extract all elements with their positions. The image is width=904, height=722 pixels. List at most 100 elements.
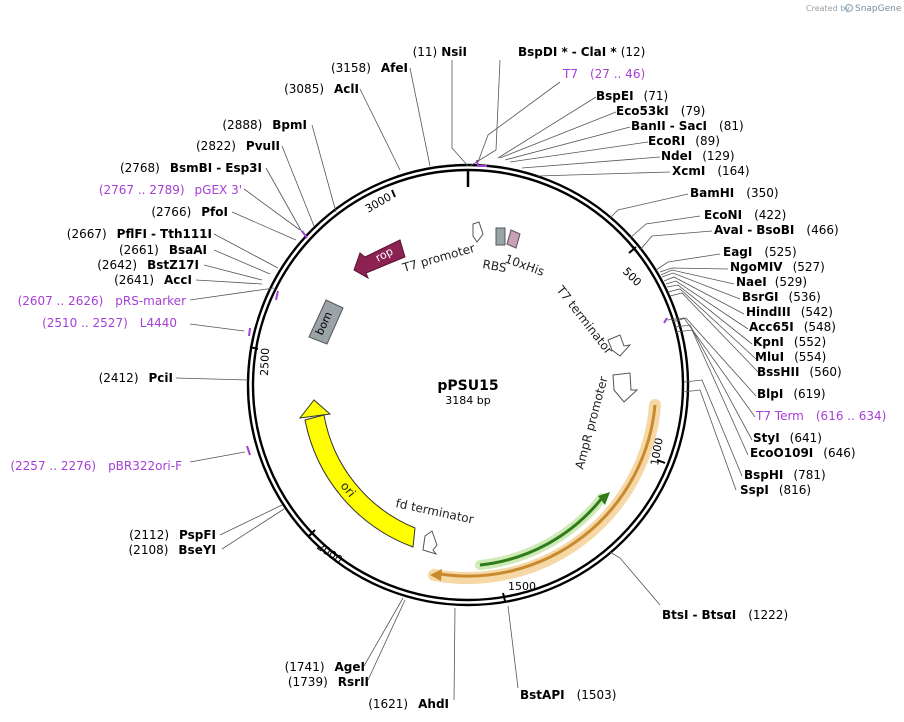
svg-text:BlpI (619): BlpI (619): [757, 385, 826, 402]
svg-text:(2257 .. 2276) pBR322ori-F: (2257 .. 2276) pBR322ori-F: [10, 457, 182, 474]
snapgene-credit: Created by SnapGene: [806, 3, 902, 14]
svg-text:MluI (554): MluI (554): [755, 348, 826, 365]
svg-text:(2888) BpmI: (2888) BpmI: [222, 116, 307, 133]
feature-t7-promoter: T7 promoter: [400, 221, 484, 275]
feature-t7-terminator: T7 terminator: [553, 282, 632, 357]
svg-text:(3085) AclI: (3085) AclI: [284, 80, 359, 97]
site-bsphi: BspHI (781): [744, 466, 826, 483]
svg-text:(2822) PvuII: (2822) PvuII: [196, 137, 280, 154]
site-acc65i: Acc65I (548): [749, 318, 836, 335]
svg-text:(2661) BsaAI: (2661) BsaAI: [119, 241, 207, 258]
site-bsshii: BssHII (560): [757, 363, 842, 380]
site-bsrgi: BsrGI (536): [742, 288, 821, 305]
site-pflfi-tth111i: (2667) PflFI - Tth111I: [67, 225, 212, 242]
feature-ampr-promoter: AmpR promoter: [572, 372, 639, 471]
site-bamhi: BamHI (350): [690, 184, 779, 201]
feature-ori: ori: [298, 399, 416, 548]
svg-text:(2768) BsmBI - Esp3I: (2768) BsmBI - Esp3I: [120, 159, 262, 176]
svg-text:BsrGI (536): BsrGI (536): [742, 288, 821, 305]
primer-prs-marker: (2607 .. 2626) pRS-marker: [18, 292, 186, 309]
svg-text:BstAPI (1503): BstAPI (1503): [520, 686, 616, 703]
svg-text:(2667) PflFI - Tth111I: (2667) PflFI - Tth111I: [67, 225, 212, 242]
feature-label-t7-promoter: T7 promoter: [400, 241, 476, 275]
svg-text:Acc65I (548): Acc65I (548): [749, 318, 836, 335]
svg-text:(2607 .. 2626) pRS-marker: (2607 .. 2626) pRS-marker: [18, 292, 186, 309]
site-pcii: (2412) PciI: [99, 369, 173, 386]
svg-text:BanII - SacI (81): BanII - SacI (81): [631, 117, 744, 134]
svg-text:EcoRI (89): EcoRI (89): [648, 132, 720, 149]
site-blpi: BlpI (619): [757, 385, 826, 402]
tick-label-2000: 2000: [314, 540, 344, 567]
svg-text:BamHI (350): BamHI (350): [690, 184, 779, 201]
svg-text:(2412) PciI: (2412) PciI: [99, 369, 173, 386]
svg-text:T7 Term (616 .. 634): T7 Term (616 .. 634): [755, 407, 886, 424]
site-pspfi: (2112) PspFI: [129, 526, 216, 543]
leader-lines: [175, 59, 761, 701]
site-ndei: NdeI (129): [661, 147, 735, 164]
tick-label-2500: 2500: [258, 348, 272, 376]
svg-text:AvaI - BsoBI (466): AvaI - BsoBI (466): [714, 221, 839, 238]
site-bseyi: (2108) BseYI: [129, 541, 217, 558]
primer-l4440: (2510 .. 2527) L4440: [42, 316, 177, 330]
site-bstz17i: (2642) BstZ17I: [97, 258, 199, 272]
feature-label-10xhis: 10xHis: [503, 252, 546, 279]
svg-text:(1621) AhdI: (1621) AhdI: [368, 695, 449, 712]
svg-text:BssHII (560): BssHII (560): [757, 363, 842, 380]
svg-text:BtsI - BtsαI (1222): BtsI - BtsαI (1222): [662, 606, 788, 623]
svg-text:EcoNI (422): EcoNI (422): [704, 206, 786, 223]
feature-label-fd-terminator: fd terminator: [394, 496, 475, 526]
feature-rbs: RBS: [481, 227, 508, 275]
site-styi: StyI (641): [753, 429, 822, 446]
svg-text:BspEI (71): BspEI (71): [596, 87, 668, 104]
primer-t7: T7 (27 .. 46): [562, 65, 645, 82]
site-bspei: BspEI (71): [596, 87, 668, 104]
svg-text:(2108) BseYI: (2108) BseYI: [129, 541, 217, 558]
svg-text:(1739) RsrII: (1739) RsrII: [288, 673, 369, 690]
svg-text:(2767 .. 2789) pGEX 3': (2767 .. 2789) pGEX 3': [99, 181, 242, 198]
svg-text:BspHI (781): BspHI (781): [744, 466, 826, 483]
site-agei: (1741) AgeI: [285, 658, 365, 675]
site-bsaai: (2661) BsaAI: [119, 241, 207, 258]
site-bpmi: (2888) BpmI: [222, 116, 307, 133]
site-kpni: KpnI (552): [753, 333, 826, 350]
svg-text:Eco53kI (79): Eco53kI (79): [616, 102, 705, 119]
site-pvuii: (2822) PvuII: [196, 137, 280, 154]
svg-text:KpnI (552): KpnI (552): [753, 333, 826, 350]
site-naei: NaeI (529): [736, 275, 807, 289]
svg-text:(1741) AgeI: (1741) AgeI: [285, 658, 365, 675]
site-mlui: MluI (554): [755, 348, 826, 365]
plasmid-backbone: [246, 163, 690, 607]
site-ahdi: (1621) AhdI: [368, 695, 449, 712]
site-hindiii: HindIII (542): [746, 303, 833, 320]
svg-text:BspDI * - ClaI * (12): BspDI * - ClaI * (12): [518, 43, 645, 60]
tick-label-1500: 1500: [508, 580, 536, 593]
svg-text:(11) NsiI: (11) NsiI: [413, 43, 467, 60]
svg-text:XcmI (164): XcmI (164): [672, 162, 750, 179]
site-rsrii: (1739) RsrII: [288, 673, 369, 690]
site-avai-bsobi: AvaI - BsoBI (466): [714, 221, 839, 238]
site-nsii: (11) NsiI: [413, 43, 467, 60]
svg-text:T7 (27 .. 46): T7 (27 .. 46): [562, 65, 645, 82]
svg-text:(3158) AfeI: (3158) AfeI: [331, 59, 408, 76]
svg-text:HindIII (542): HindIII (542): [746, 303, 833, 320]
site-sspi: SspI (816): [740, 481, 811, 498]
primer-t7-term: T7 Term (616 .. 634): [755, 407, 886, 424]
svg-text:(2766) PfoI: (2766) PfoI: [151, 203, 228, 220]
feature-bom: bom: [308, 299, 344, 345]
site-econi: EcoNI (422): [704, 206, 786, 223]
plasmid-name: pPSU15: [437, 378, 498, 394]
svg-text:NgoMIV (527): NgoMIV (527): [730, 258, 825, 275]
credit-brand: SnapGene: [855, 4, 902, 14]
site-xcmi: XcmI (164): [672, 162, 750, 179]
credit-prefix: Created by: [806, 4, 850, 13]
svg-text:(2112) PspFI: (2112) PspFI: [129, 526, 216, 543]
feature-label-t7-terminator: T7 terminator: [553, 282, 616, 357]
site-afei: (3158) AfeI: [331, 59, 408, 76]
svg-text:SspI (816): SspI (816): [740, 481, 811, 498]
svg-text:NdeI (129): NdeI (129): [661, 147, 735, 164]
site-bsmbi-esp3i: (2768) BsmBI - Esp3I: [120, 159, 262, 176]
svg-text:StyI (641): StyI (641): [753, 429, 822, 446]
primer-marks: [246, 159, 668, 456]
site-btsi-btsai: BtsI - BtsαI (1222): [662, 606, 788, 623]
